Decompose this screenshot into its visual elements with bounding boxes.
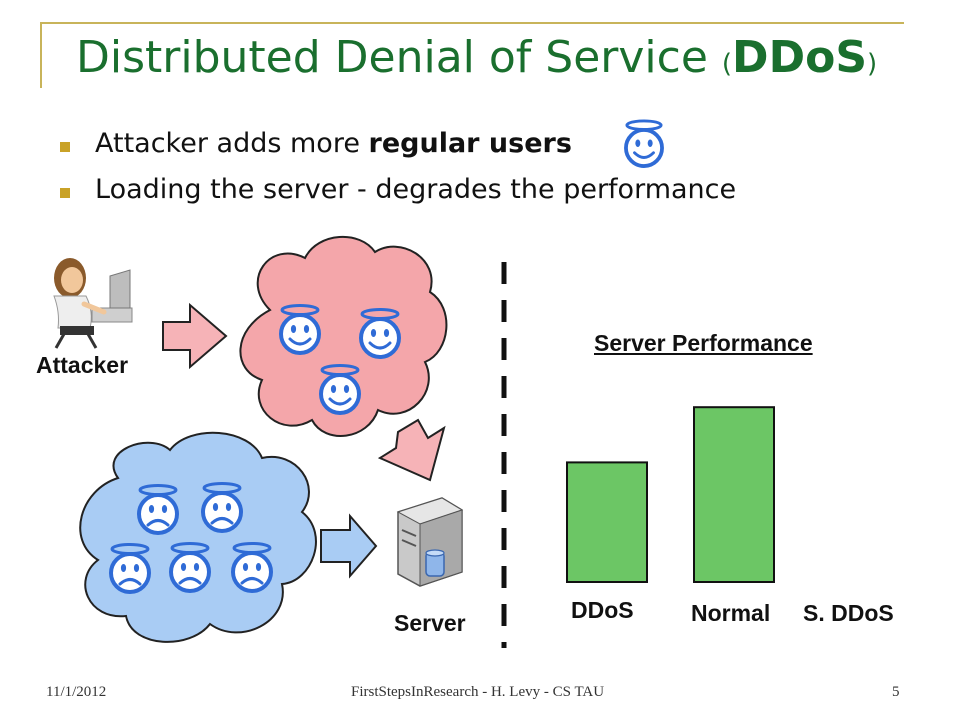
footer-center: FirstStepsInResearch - H. Levy - CS TAU <box>351 684 605 700</box>
chart-title: Server Performance <box>594 330 813 356</box>
category-label-ddos: DDoS <box>571 597 634 623</box>
title-main: Distributed Denial of Service <box>76 32 722 83</box>
bar-normal <box>693 406 775 584</box>
category-label-normal: Normal <box>691 600 771 626</box>
bullet-text-2: Loading the server - degrades the perfor… <box>95 174 736 205</box>
bullet-2-text: Loading the server - degrades the perfor… <box>95 174 737 205</box>
title-open-paren: ( <box>721 49 733 79</box>
bullet-text-1: Attacker adds more regular users <box>95 128 572 159</box>
attacker-label: Attacker <box>36 352 129 378</box>
bullet-1-bold: regular users <box>368 128 572 159</box>
footer-page-number: 5 <box>892 684 900 700</box>
title-abbr: DDoS <box>732 32 868 83</box>
slide-title: Distributed Denial of Service (DDoS) <box>76 32 877 83</box>
server-label: Server <box>394 610 466 636</box>
arrow-to-pink-cloud <box>162 302 228 370</box>
arrow-blue-to-server <box>320 513 378 579</box>
frame-top-rule <box>40 22 904 24</box>
frame-left-rule <box>40 22 42 88</box>
pink-cloud <box>239 236 448 437</box>
footer-date: 11/1/2012 <box>46 684 107 700</box>
category-label-s-ddos: S. DDoS <box>803 600 894 626</box>
title-close-paren: ) <box>867 49 878 79</box>
performance-bars <box>566 406 775 584</box>
bullet-marker-1 <box>60 142 70 152</box>
server-icon <box>396 497 464 587</box>
bar-ddos <box>566 461 648 583</box>
attacker-figure-icon <box>53 258 133 349</box>
bullet-marker-2 <box>60 188 70 198</box>
bullet-1-text: Attacker adds more <box>95 128 369 159</box>
angel-happy-icon <box>624 119 664 168</box>
blue-cloud <box>79 431 317 643</box>
arrow-to-server <box>377 418 446 482</box>
